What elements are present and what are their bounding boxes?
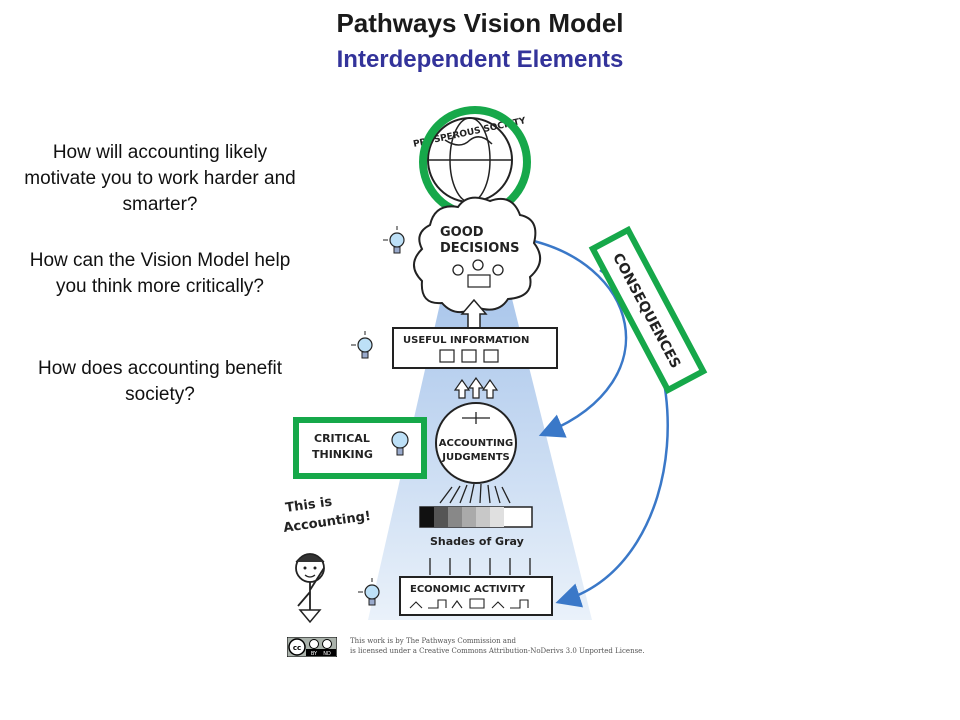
lightbulb-icon-economic <box>358 578 380 606</box>
consequence-arrow-to-judgments <box>519 236 628 438</box>
up-arrows-judgments-to-information <box>453 376 499 399</box>
useful-information-label: USEFUL INFORMATION <box>403 335 529 346</box>
lightbulb-icon-information <box>351 331 373 359</box>
economic-activity-label: ECONOMIC ACTIVITY <box>410 584 526 595</box>
accounting-judgments-circle: ACCOUNTING JUDGMENTS <box>435 402 517 484</box>
page-title: Pathways Vision Model <box>336 8 624 38</box>
question-motivation: How will accounting likely motivate you … <box>24 142 296 215</box>
good-decisions-cloud: GOOD DECISIONS <box>413 196 541 314</box>
shades-of-gray-label: Shades of Gray <box>430 535 524 548</box>
shades-of-gray-bar: Shades of Gray <box>419 506 533 548</box>
accounting-judgments-label-line1: ACCOUNTING <box>439 438 514 449</box>
critical-thinking-box: CRITICAL THINKING <box>293 417 427 479</box>
page-subtitle: Interdependent Elements <box>336 46 624 73</box>
up-arrows-economic <box>429 558 531 575</box>
cc-badge-by: BY <box>311 651 318 657</box>
this-is-accounting-figure: This is Accounting! <box>282 495 372 624</box>
critical-thinking-label-line1: CRITICAL <box>314 432 370 445</box>
question-critical-thinking: How can the Vision Model help you think … <box>29 250 291 297</box>
economic-activity-box: ECONOMIC ACTIVITY <box>399 576 553 616</box>
good-decisions-label-line1: GOOD <box>440 225 484 240</box>
creative-commons-badge: cc BY ND <box>287 637 337 657</box>
consequences-box: CONSEQUENCES <box>588 225 708 395</box>
svg-text:cc: cc <box>293 644 301 652</box>
this-is-accounting-line1: This is <box>284 495 333 516</box>
useful-information-box: USEFUL INFORMATION <box>392 327 558 369</box>
lightbulb-icon-critical-thinking <box>391 431 409 456</box>
license-line1: This work is by The Pathways Commission … <box>350 637 516 645</box>
question-society-benefit: How does accounting benefit society? <box>38 358 282 405</box>
license-line2: is licensed under a Creative Commons Att… <box>350 647 645 655</box>
lightbulb-icon-decisions <box>383 226 405 254</box>
cc-badge-nd: ND <box>323 651 331 657</box>
accounting-judgments-label-line2: JUDGMENTS <box>441 452 510 463</box>
license-notice: This work is by The Pathways Commission … <box>350 636 650 656</box>
shades-arrows-fan <box>439 483 511 504</box>
good-decisions-label-line2: DECISIONS <box>440 241 520 256</box>
critical-thinking-label-line2: THINKING <box>312 448 373 461</box>
